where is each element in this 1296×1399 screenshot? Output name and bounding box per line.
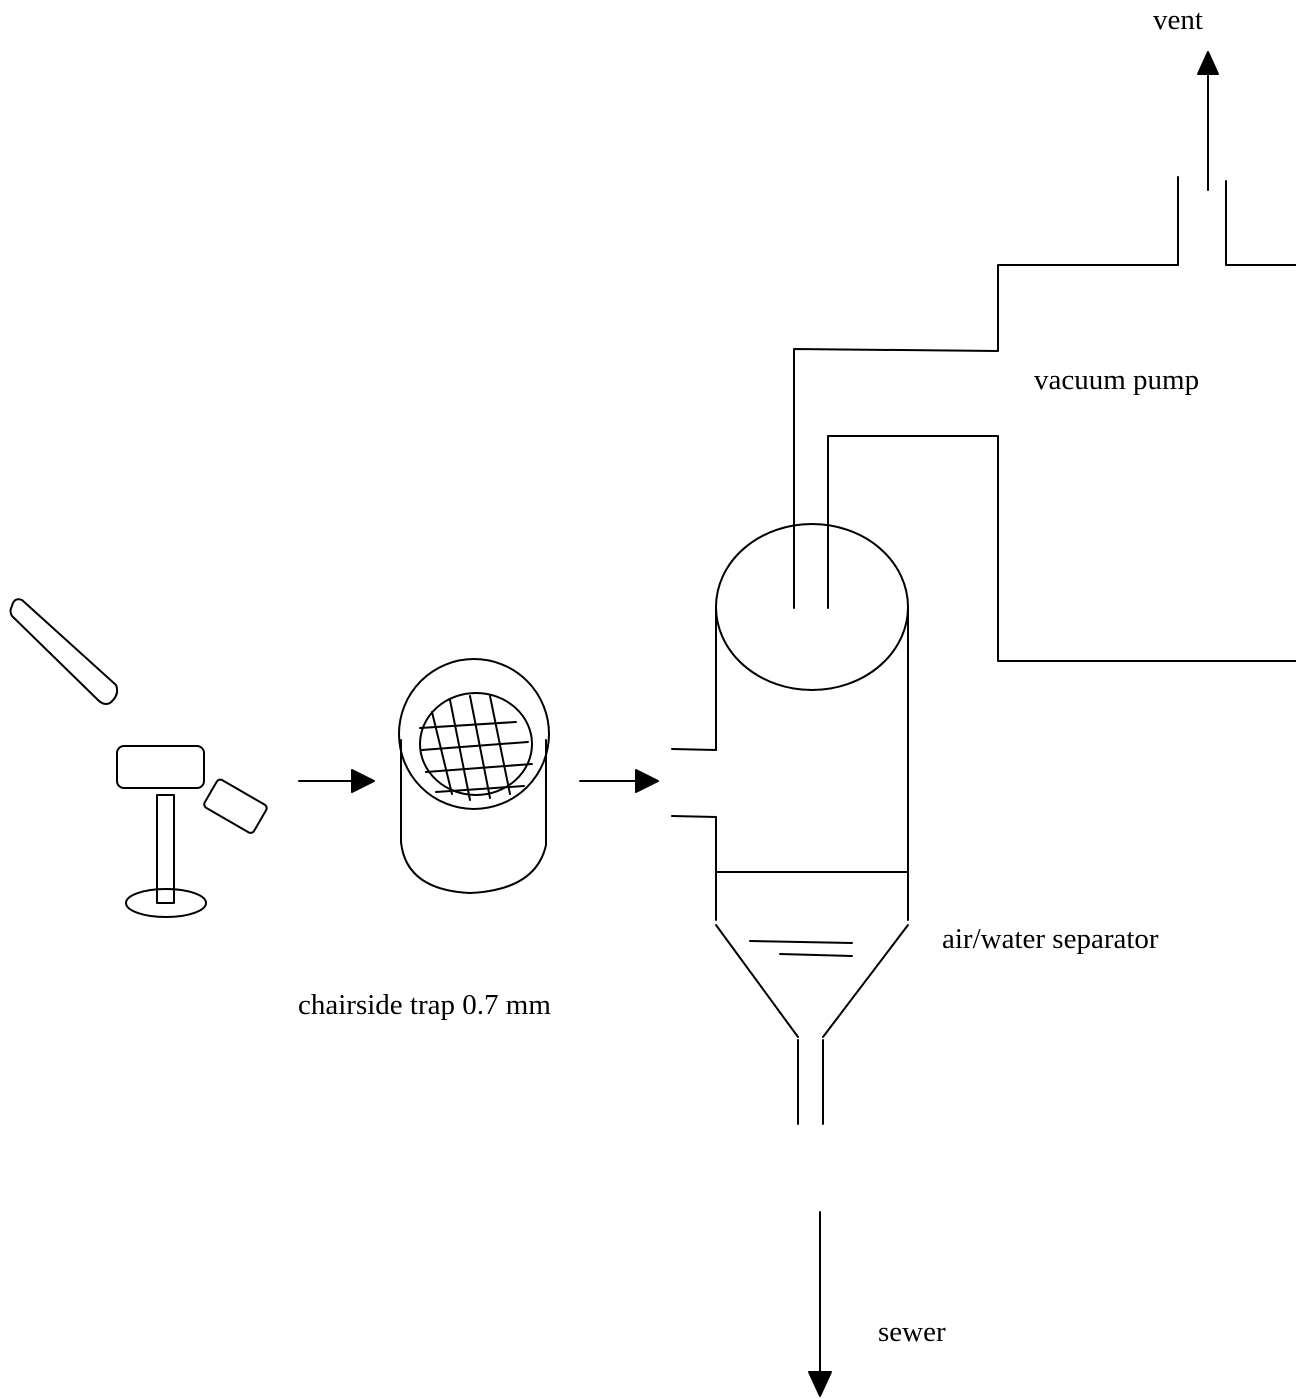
sewer-arrow — [808, 1211, 832, 1397]
vent-arrow — [1197, 51, 1219, 191]
vacuum-pump-ducting — [793, 176, 1296, 662]
sewer-label: sewer — [878, 1316, 946, 1348]
chairside-trap — [398, 658, 550, 894]
instrument-head — [116, 745, 205, 789]
trap-mesh — [419, 692, 533, 796]
funnel-left — [715, 924, 799, 1038]
chairside-trap-label: chairside trap 0.7 mm — [298, 989, 551, 1021]
vent-label: vent — [1153, 4, 1203, 36]
dental-instruments — [9, 598, 268, 918]
separator-top — [715, 523, 909, 691]
instrument-stem — [156, 794, 175, 904]
air-water-separator — [671, 523, 909, 1125]
funnel-right — [822, 924, 909, 1038]
inlet-top — [671, 748, 717, 751]
flow-arrow-1 — [298, 769, 375, 793]
air-water-separator-label: air/water separator — [942, 923, 1159, 955]
instrument-base — [125, 888, 207, 918]
instrument-piece — [203, 778, 268, 834]
vacuum-pump-label: vacuum pump — [1034, 364, 1200, 396]
inlet-bottom — [671, 815, 717, 818]
suction-tip — [9, 598, 119, 705]
flow-arrow-2 — [579, 769, 659, 793]
